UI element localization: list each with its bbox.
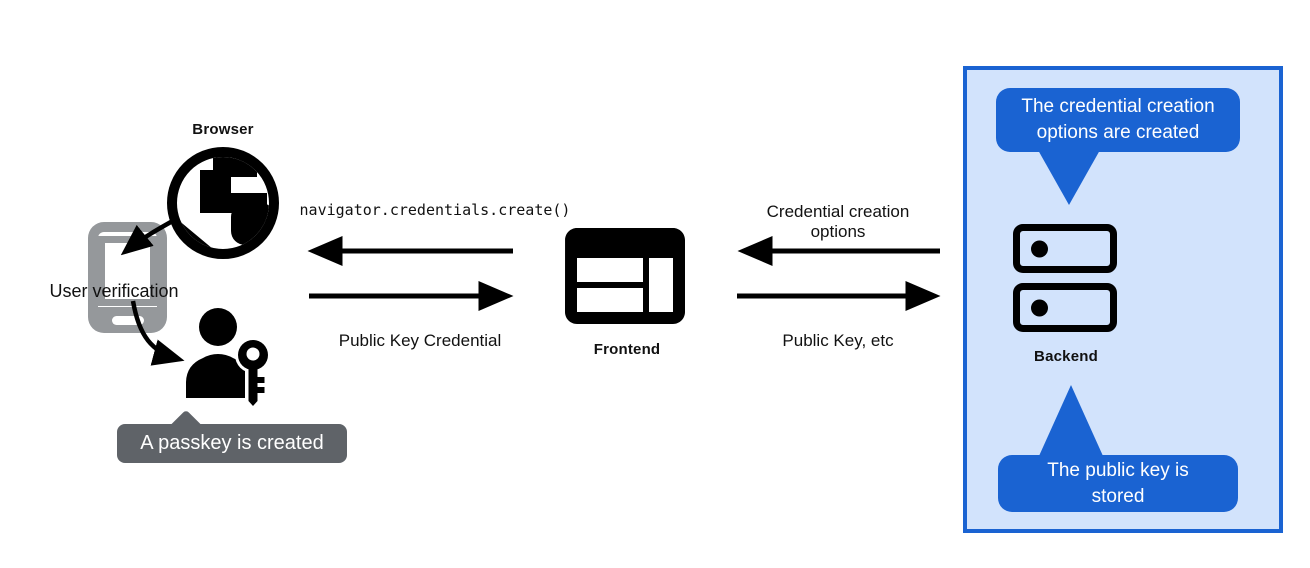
public-key-etc-label: Public Key, etc: [782, 331, 894, 350]
server-stack-icon: [1013, 283, 1117, 332]
server-led-dot: [1031, 240, 1048, 257]
browser-label: Browser: [192, 121, 254, 138]
backend-panel: The credential creation options are crea…: [963, 66, 1283, 533]
public-key-stored-text: The public key is stored: [1047, 459, 1189, 507]
public-key-stored-callout: The public key is stored: [998, 455, 1238, 512]
public-key-credential-label: Public Key Credential: [338, 331, 502, 350]
passkey-created-text: A passkey is created: [140, 432, 324, 454]
credential-creation-options-label: Credential creation options: [766, 202, 910, 241]
backend-label: Backend: [1034, 348, 1098, 365]
key-glyph: [235, 337, 271, 406]
options-created-callout: The credential creation options are crea…: [996, 88, 1240, 152]
options-created-text: The credential creation options are crea…: [1021, 96, 1215, 143]
smartphone-icon: [88, 222, 167, 333]
callout-pointer-up: [1039, 385, 1103, 456]
person-with-key-icon: [186, 308, 271, 406]
globe-icon: [167, 147, 279, 259]
browser-window-icon: [565, 228, 685, 324]
server-stack-icon: [1013, 224, 1117, 273]
frontend-label: Frontend: [593, 341, 661, 358]
phone-home-button: [111, 316, 144, 325]
server-led-dot: [1031, 299, 1048, 316]
callout-pointer-down: [1038, 150, 1100, 205]
user-verification-label: User verification: [49, 281, 179, 301]
credentials-create-label: navigator.credentials.create(): [299, 201, 571, 219]
passkey-created-callout: A passkey is created: [117, 409, 347, 463]
